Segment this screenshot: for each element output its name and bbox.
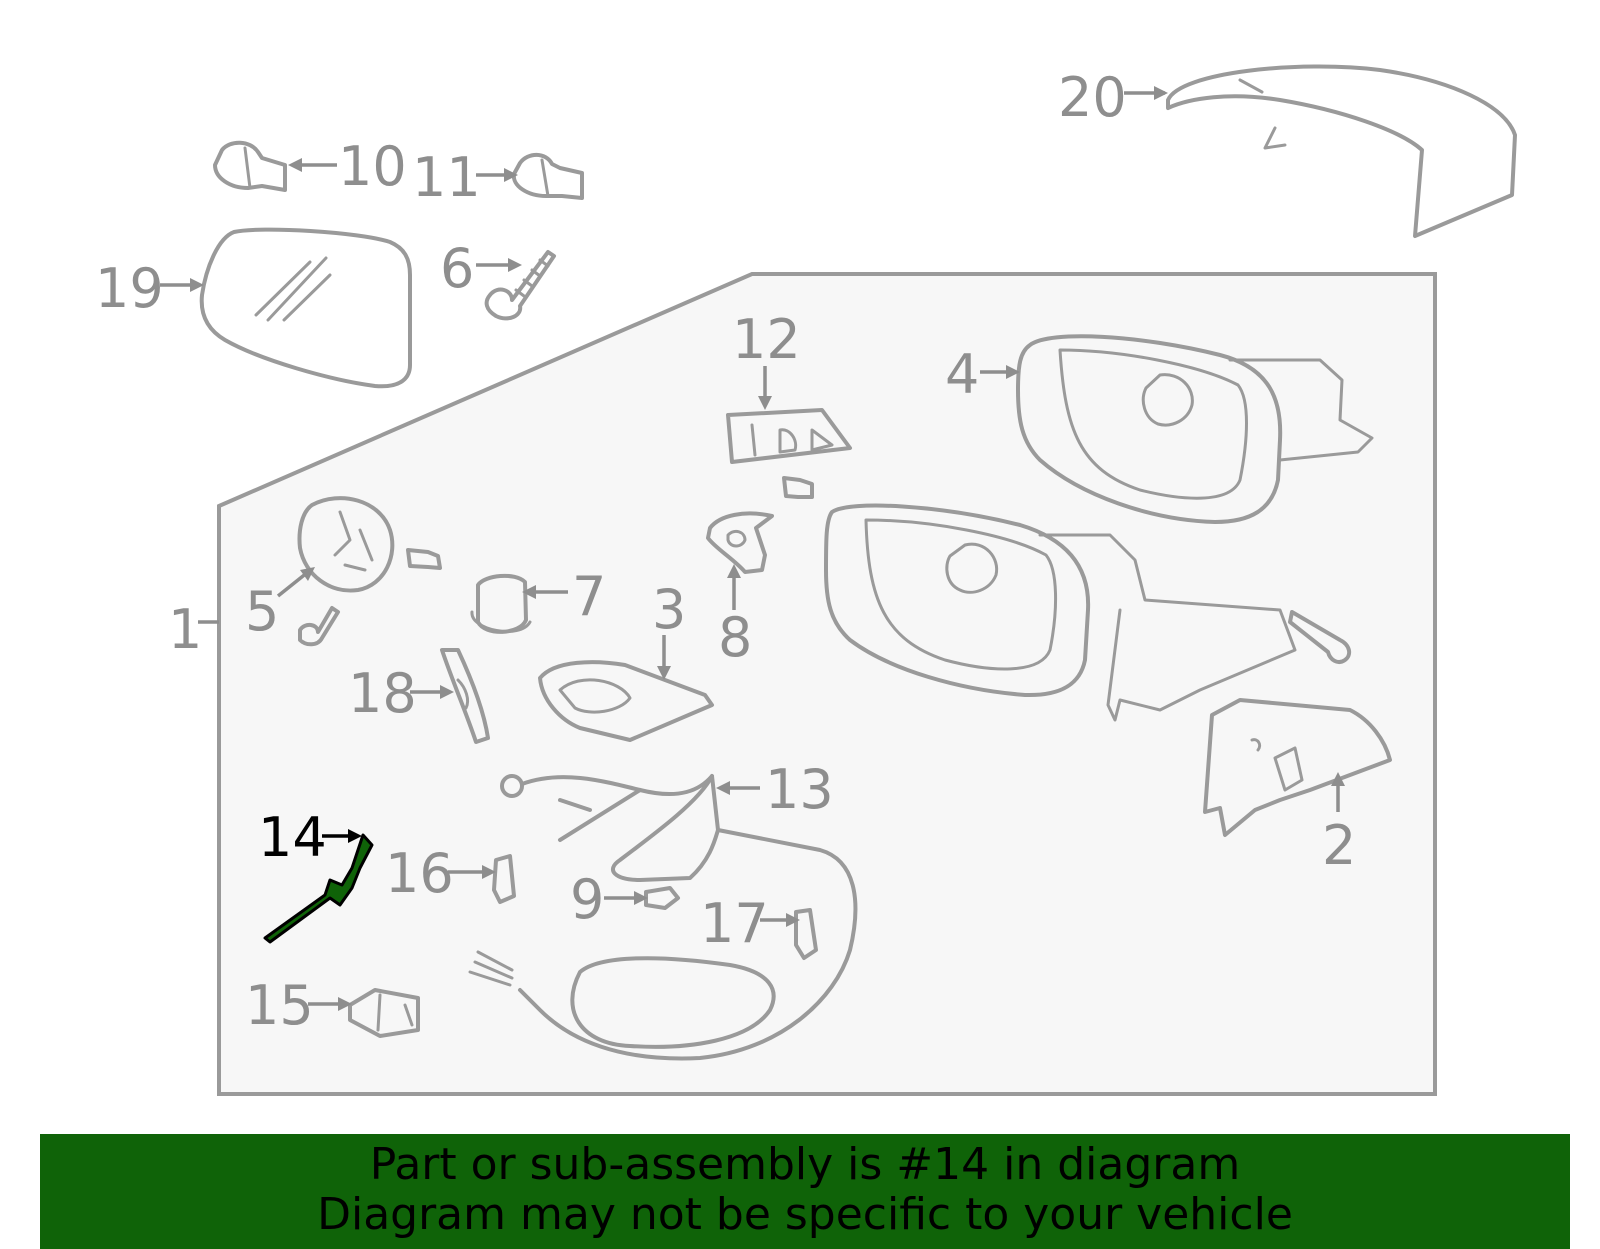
part-13-wiring-harness[interactable] — [468, 774, 858, 1061]
small-bulb[interactable] — [782, 476, 814, 499]
connector-near-5[interactable] — [406, 548, 442, 570]
part-8-clip[interactable] — [706, 511, 774, 574]
part-2-lower-cover[interactable] — [1203, 698, 1392, 837]
part-18-gasket[interactable] — [440, 648, 490, 744]
callout-3: 3 — [652, 578, 686, 641]
part-19-mirror-glass[interactable] — [199, 227, 412, 389]
callout-arrows — [160, 86, 1345, 1011]
part-7-actuator[interactable] — [470, 573, 532, 634]
callout-6: 6 — [440, 237, 474, 300]
callout-4: 4 — [945, 343, 979, 406]
part-11-bulb[interactable] — [511, 152, 584, 200]
part-17-connector[interactable] — [794, 908, 818, 960]
part-14-highlighted[interactable] — [263, 833, 374, 944]
callout-8: 8 — [718, 606, 752, 669]
callout-12: 12 — [732, 308, 801, 371]
part-9-connector[interactable] — [644, 886, 680, 910]
banner-line-1: Part or sub-assembly is #14 in diagram — [369, 1139, 1241, 1190]
part-6-screw[interactable] — [484, 250, 556, 321]
callout-5: 5 — [245, 580, 279, 643]
part-10-bulb[interactable] — [213, 140, 287, 192]
part-4-mirror-frame[interactable] — [1016, 334, 1374, 524]
callout-10: 10 — [338, 135, 407, 198]
part-5-motor[interactable] — [297, 496, 395, 593]
screw-right[interactable] — [1288, 610, 1352, 664]
callout-2: 2 — [1322, 814, 1356, 877]
banner-line-2: Diagram may not be specific to your vehi… — [317, 1189, 1293, 1240]
callout-18: 18 — [348, 662, 417, 725]
callout-13: 13 — [765, 758, 834, 821]
callout-20: 20 — [1058, 66, 1127, 129]
callout-9: 9 — [570, 868, 604, 931]
callout-7: 7 — [572, 565, 606, 628]
info-banner: Part or sub-assembly is #14 in diagram D… — [40, 1134, 1570, 1249]
part-3-housing[interactable] — [538, 660, 714, 742]
callout-15: 15 — [245, 974, 314, 1037]
screw-near-5[interactable] — [298, 606, 340, 647]
callout-1: 1 — [168, 598, 202, 661]
callout-14: 14 — [258, 806, 327, 869]
part-15-switch[interactable] — [348, 988, 420, 1038]
assembly-panel — [217, 272, 1437, 1096]
part-16-connector[interactable] — [492, 854, 516, 904]
mirror-frame-assembly[interactable] — [824, 503, 1297, 722]
callout-19: 19 — [95, 257, 164, 320]
part-12-bracket[interactable] — [726, 408, 852, 464]
callout-16: 16 — [385, 842, 454, 905]
callout-17: 17 — [700, 892, 769, 955]
part-20-mirror-cover[interactable] — [1166, 64, 1517, 238]
callout-11: 11 — [412, 146, 481, 209]
